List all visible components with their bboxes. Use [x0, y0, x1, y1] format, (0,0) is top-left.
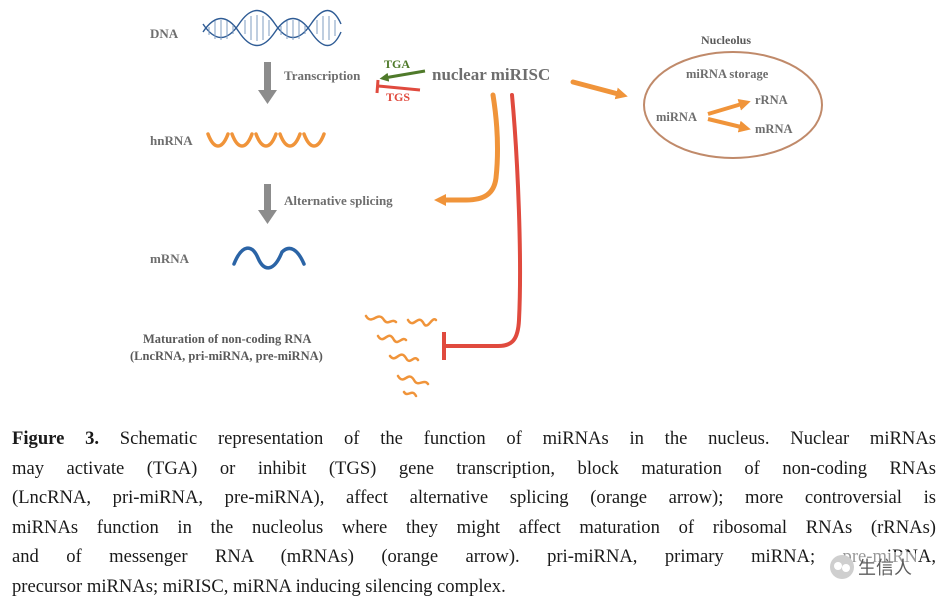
rrna-label: rRNA: [755, 93, 788, 107]
nucleolus-title: Nucleolus: [701, 33, 751, 47]
caption-line-4: miRNAs function in the nucleolus where t…: [12, 516, 936, 538]
figure-label: Figure 3.: [12, 428, 100, 449]
nucleolus-orange-arrow: [570, 79, 628, 100]
maturation-label-line2: (LncRNA, pri-miRNA, pre-miRNA): [130, 349, 323, 363]
transcription-arrow: [258, 62, 277, 104]
alt-splicing-arrow: [258, 184, 277, 224]
watermark: 生信人: [826, 552, 916, 582]
nucleolus-ellipse: [643, 51, 823, 159]
mrna-label: mRNA: [150, 251, 190, 266]
to-rrna-arrow: [707, 98, 751, 116]
caption-line-3: (LncRNA, pri-miRNA, pre-miRNA), affect a…: [12, 487, 936, 508]
caption-line-6: precursor miRNAs; miRISC, miRNA inducing…: [12, 575, 506, 597]
mirna-storage-label: miRNA storage: [686, 67, 769, 81]
caption-text-1: Schematic representation of the function…: [119, 428, 936, 449]
caption-line-2: may activate (TGA) or inhibit (TGS) gene…: [12, 457, 936, 479]
alt-splicing-label: Alternative splicing: [284, 193, 393, 208]
figure-caption: Figure 3. Schematic representation of th…: [12, 424, 936, 601]
dna-helix-icon: [202, 9, 342, 47]
caption-line-5: and of messenger RNA (mRNAs) (orange arr…: [12, 546, 936, 567]
splicing-orange-arrow: [434, 92, 500, 206]
tga-arrow: [379, 69, 426, 82]
mirna-nucleus-diagram: DNA Transcription TGA TGS nuclear miRISC…: [130, 9, 823, 398]
caption-line-1: Figure 3. Schematic representation of th…: [12, 424, 936, 454]
tga-label: TGA: [384, 57, 410, 71]
mrna-wave-icon: [232, 246, 306, 270]
transcription-label: Transcription: [284, 68, 361, 83]
dna-label: DNA: [150, 26, 179, 41]
hnrna-label: hnRNA: [150, 133, 193, 148]
nucleolus-mirna-label: miRNA: [656, 110, 697, 124]
to-mrna-arrow: [707, 117, 751, 133]
tgs-label: TGS: [386, 90, 410, 104]
nuclear-mirisc-label: nuclear miRISC: [432, 65, 550, 84]
hnrna-wave-icon: [206, 132, 326, 148]
nucleolus-mrna-label: mRNA: [755, 122, 793, 136]
maturation-inhibition-line: [442, 93, 523, 360]
noncoding-rna-fragments-icon: [364, 314, 438, 398]
maturation-label-line1: Maturation of non-coding RNA: [143, 332, 311, 346]
tgs-inhibit-bar: [375, 79, 421, 94]
wechat-logo-icon: [830, 555, 854, 579]
watermark-text: 生信人: [858, 558, 912, 579]
